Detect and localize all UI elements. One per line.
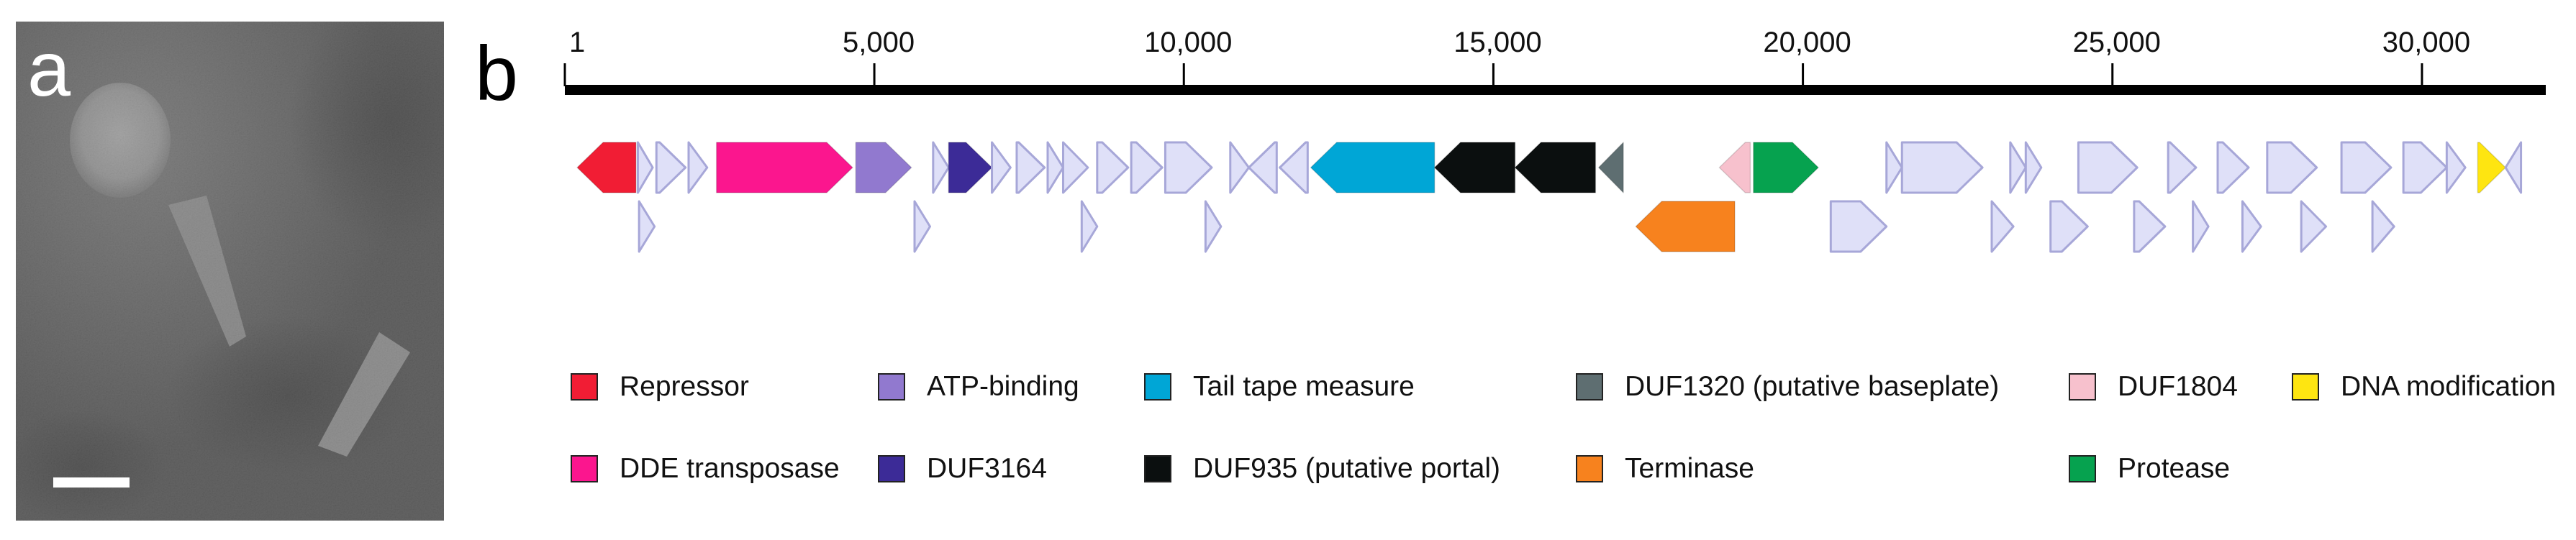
gene-arrow-duf935-putative-portal	[1433, 142, 1516, 193]
ruler-tick-label: 1	[569, 27, 585, 58]
gene-arrow-atp-binding	[855, 142, 912, 193]
gene-arrow-hypothetical	[1204, 200, 1223, 253]
gene-arrow-hypothetical	[2402, 141, 2448, 194]
gene-arrow-hypothetical	[1080, 200, 1099, 253]
legend-swatch	[1144, 455, 1171, 482]
legend-swatch	[878, 455, 905, 482]
gene-arrow-hypothetical	[1279, 141, 1309, 194]
gene-arrow-hypothetical	[1229, 141, 1251, 194]
gene-arrow-hypothetical	[2009, 141, 2027, 194]
legend-swatch	[571, 455, 598, 482]
gene-arrow-hypothetical	[1900, 141, 1984, 194]
legend-swatch	[571, 373, 598, 401]
legend-swatch	[2292, 373, 2319, 401]
legend-item: DUF935 (putative portal)	[1144, 451, 1500, 487]
gene-arrow-protease	[1753, 142, 1819, 193]
legend-item: DDE transposase	[571, 451, 840, 487]
gene-arrow-hypothetical	[1130, 141, 1164, 194]
gene-arrow-hypothetical	[913, 200, 932, 253]
gene-arrow-hypothetical	[1046, 141, 1064, 194]
gene-arrow-hypothetical	[2241, 200, 2262, 253]
ruler-tick-label: 25,000	[2073, 27, 2161, 58]
micrograph-panel	[16, 22, 444, 521]
legend-swatch	[2069, 373, 2096, 401]
gene-arrow-hypothetical	[2049, 200, 2089, 253]
legend-label: DNA modification	[2341, 371, 2557, 402]
legend-item: DNA modification	[2292, 369, 2556, 405]
ruler-tick-label: 30,000	[2382, 27, 2470, 58]
legend-label: Protease	[2118, 453, 2231, 484]
gene-arrow-hypothetical	[1015, 141, 1046, 194]
gene-arrow-hypothetical	[2445, 141, 2467, 194]
legend-label: Tail tape measure	[1193, 371, 1415, 402]
legend-label: DUF3164	[927, 453, 1047, 484]
gene-arrow-dna-modification	[2477, 142, 2506, 193]
gene-arrow-hypothetical	[1096, 141, 1130, 194]
gene-arrow-hypothetical	[2504, 141, 2523, 194]
legend-label: ATP-binding	[927, 371, 1079, 402]
legend-item: Tail tape measure	[1144, 369, 1415, 405]
legend-item: Terminase	[1576, 451, 1754, 487]
gene-arrow-terminase	[1635, 201, 1736, 252]
gene-arrow-hypothetical	[2340, 141, 2393, 194]
legend-label: DUF1804	[2118, 371, 2238, 402]
gene-arrows	[576, 141, 2523, 253]
legend-label: DUF1320 (putative baseplate)	[1625, 371, 2000, 402]
gene-arrow-hypothetical	[2216, 141, 2250, 194]
gene-arrow-duf1320-putative-baseplate	[1597, 142, 1624, 193]
legend-swatch	[1144, 373, 1171, 401]
legend-label: Terminase	[1625, 453, 1754, 484]
gene-arrow-hypothetical	[2024, 141, 2043, 194]
gene-arrow-hypothetical	[638, 200, 656, 253]
gene-arrow-hypothetical	[1990, 200, 2015, 253]
legend-item: DUF1804	[2069, 369, 2238, 405]
gene-arrow-hypothetical	[687, 141, 709, 194]
legend-item: Protease	[2069, 451, 2230, 487]
legend-label: Repressor	[620, 371, 749, 402]
legend-swatch	[1576, 373, 1603, 401]
gene-arrow-hypothetical	[655, 141, 687, 194]
gene-arrow-duf935-putative-portal	[1514, 142, 1597, 193]
legend-swatch	[878, 373, 905, 401]
panel-label-b: b	[475, 29, 519, 116]
gene-arrow-hypothetical	[1248, 141, 1278, 194]
legend-label: DDE transposase	[620, 453, 840, 484]
legend-swatch	[1576, 455, 1603, 482]
gene-arrow-hypothetical	[1061, 141, 1089, 194]
legend-swatch	[2069, 455, 2096, 482]
ruler-line	[565, 85, 2546, 95]
gene-arrow-hypothetical	[991, 141, 1012, 194]
legend-item: Repressor	[571, 369, 749, 405]
panel-label-a: a	[27, 25, 71, 112]
legend-item: DUF1320 (putative baseplate)	[1576, 369, 1999, 405]
legend-item: DUF3164	[878, 451, 1047, 487]
ruler-tick-label: 20,000	[1763, 27, 1851, 58]
gene-arrow-hypothetical	[2133, 200, 2167, 253]
gene-arrow-hypothetical	[2266, 141, 2318, 194]
gene-arrow-hypothetical	[1829, 200, 1888, 253]
gene-arrow-duf1804	[1718, 142, 1751, 193]
gene-arrow-hypothetical	[2192, 200, 2210, 253]
gene-arrow-duf3164	[948, 142, 993, 193]
scale-bar	[53, 477, 130, 488]
ruler-tick-label: 15,000	[1453, 27, 1541, 58]
gene-arrow-hypothetical	[2371, 200, 2395, 253]
legend-label: DUF935 (putative portal)	[1193, 453, 1501, 484]
gene-arrow-hypothetical	[2300, 200, 2328, 253]
gene-arrow-dde-transposase	[715, 142, 853, 193]
gene-arrow-hypothetical	[932, 141, 950, 194]
ruler-tick-label: 10,000	[1144, 27, 1232, 58]
gene-arrow-hypothetical	[1164, 141, 1213, 194]
gene-arrow-repressor	[576, 142, 637, 193]
ruler-tick-label: 5,000	[843, 27, 915, 58]
gene-arrow-hypothetical	[1885, 141, 1903, 194]
gene-arrow-hypothetical	[2167, 141, 2198, 194]
gene-arrow-tail-tape-measure	[1310, 142, 1436, 193]
gene-arrow-hypothetical	[2077, 141, 2139, 194]
gene-arrow-hypothetical	[636, 141, 654, 194]
micrograph-image	[16, 22, 444, 521]
legend-item: ATP-binding	[878, 369, 1079, 405]
